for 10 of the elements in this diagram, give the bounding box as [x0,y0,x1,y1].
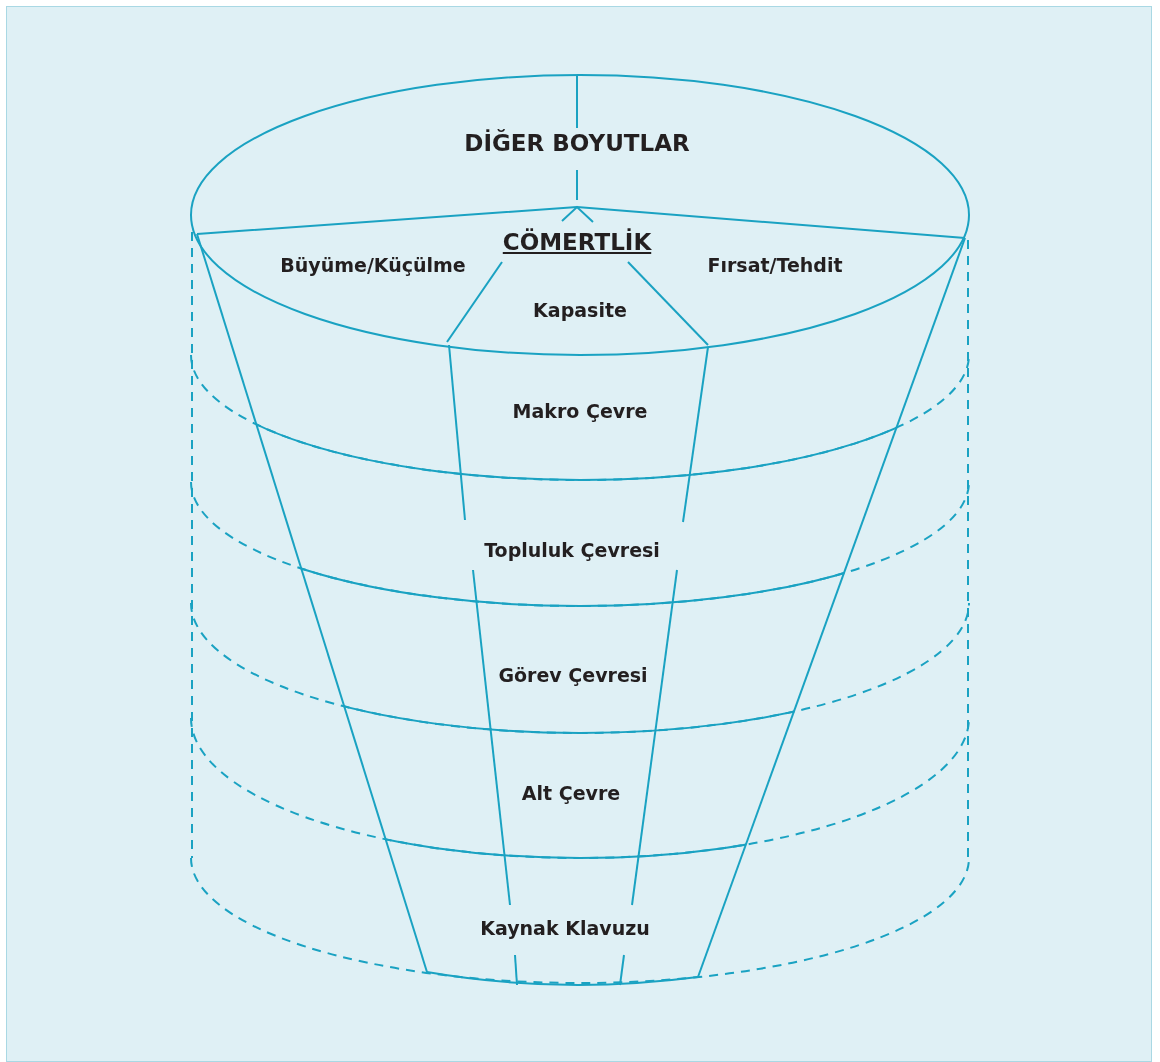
layer-label: Kaynak Klavuzu [480,917,650,939]
section-heading: CÖMERTLİK [502,229,652,255]
layer-label: Makro Çevre [512,400,648,422]
layer-label: Topluluk Çevresi [484,539,660,561]
segment-label: Büyüme/Küçülme [280,254,466,276]
segment-label: Fırsat/Tehdit [707,254,843,276]
section-heading: DİĞER BOYUTLAR [464,130,690,156]
layer-label: Görev Çevresi [498,664,648,686]
layer-label: Alt Çevre [521,782,621,804]
segment-label: Kapasite [533,299,627,321]
